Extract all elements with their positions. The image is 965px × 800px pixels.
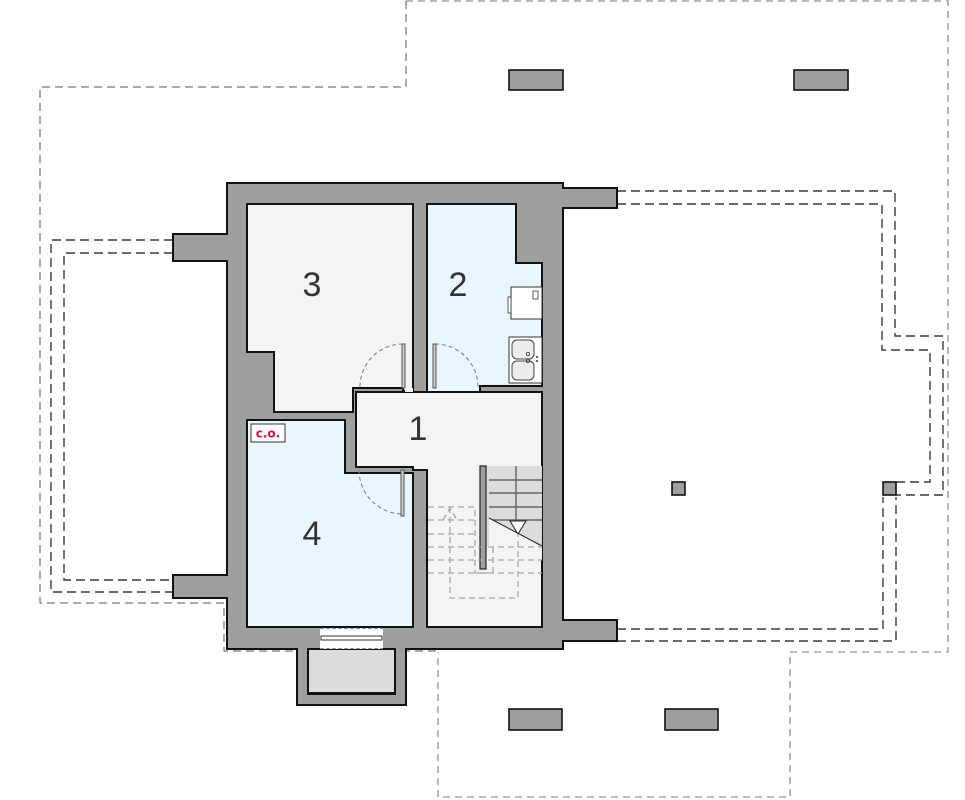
pillar	[671, 481, 686, 496]
boiler-tag: c.o.	[250, 423, 286, 443]
room-label-4: 4	[303, 515, 322, 553]
pillars	[508, 69, 897, 731]
door-room-3[interactable]	[359, 343, 406, 389]
pillar	[882, 481, 897, 496]
left-terrace-outline	[50, 239, 173, 593]
door-room-2[interactable]	[432, 343, 479, 389]
upper-outline	[39, 0, 949, 798]
door-room-4[interactable]	[358, 469, 405, 517]
room-label-2: 2	[449, 266, 468, 304]
pillar	[508, 708, 563, 731]
stair-up-arrow-icon	[442, 506, 458, 521]
right-terrace-outline	[617, 190, 944, 642]
light-well	[307, 648, 396, 694]
room-label-3: 3	[303, 266, 322, 304]
room-label-1: 1	[409, 410, 428, 448]
staircase[interactable]	[428, 465, 543, 599]
pillar	[793, 69, 849, 91]
pillar	[508, 69, 564, 91]
pillar	[664, 708, 719, 731]
doors	[358, 343, 479, 517]
svg-text:c.o.: c.o.	[256, 427, 280, 441]
stair-handrail	[479, 465, 487, 570]
window	[320, 627, 383, 650]
walls	[172, 182, 618, 706]
stair-direction-arrow	[509, 520, 527, 535]
stove	[507, 286, 543, 320]
double-sink	[508, 336, 543, 384]
